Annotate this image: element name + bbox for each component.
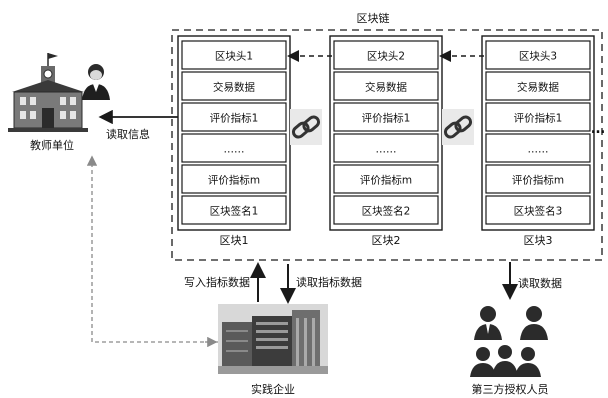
block-name: 区块2 (372, 234, 401, 247)
continuation-dots: … (591, 121, 605, 137)
enterprise-teacher-link (91, 164, 218, 343)
block-cell-text: 区块头2 (367, 51, 405, 63)
school-building-with-teacher-icon (8, 53, 110, 132)
block-cell-text: 区块签名2 (362, 205, 411, 218)
block-cell-text: 评价指标1 (362, 112, 411, 125)
read-info-label: 读取信息 (106, 127, 150, 141)
block-cell-text: 区块签名3 (514, 205, 563, 218)
block-cell (181, 133, 287, 163)
group-of-people-icon (470, 306, 548, 377)
block-cell (485, 164, 591, 194)
block-cell (181, 195, 287, 225)
block-cell-text: 区块头3 (519, 51, 557, 63)
block-cell-text: 区块头1 (215, 51, 253, 63)
block-cell (485, 102, 591, 132)
office-building-photo-icon (218, 304, 328, 374)
block-cell-text: 评价指标1 (514, 112, 563, 125)
block-cell-text: 评价指标m (208, 174, 260, 187)
block-cell (333, 195, 439, 225)
block-cell-text: …… (376, 144, 397, 156)
block-cell-text: 交易数据 (517, 81, 559, 94)
block-cell (485, 40, 591, 70)
block-cell-text: 评价指标m (360, 174, 412, 187)
teacher-unit-label: 教师单位 (30, 138, 74, 152)
block-cell (485, 133, 591, 163)
block-cell (181, 164, 287, 194)
block-name: 区块1 (220, 234, 249, 247)
enterprise-label: 实践企业 (251, 382, 295, 396)
block-cell-text: 评价指标1 (210, 112, 259, 125)
block-cell (333, 133, 439, 163)
chain-link-icon (290, 109, 322, 145)
read-data-label: 读取数据 (518, 276, 562, 290)
read-indicators-label: 读取指标数据 (296, 275, 362, 289)
block-cell (181, 102, 287, 132)
block-cell-text: 交易数据 (213, 81, 255, 94)
third-party-label: 第三方授权人员 (472, 382, 549, 396)
write-indicators-label: 写入指标数据 (184, 275, 250, 289)
block-cell-text: 区块签名1 (210, 205, 259, 218)
block-cell (333, 71, 439, 101)
block-cell-text: …… (528, 144, 549, 156)
block-cell-text: …… (224, 144, 245, 156)
block-cell-text: 交易数据 (365, 81, 407, 94)
block-cell (485, 195, 591, 225)
block-cell (181, 71, 287, 101)
block-cell (485, 71, 591, 101)
block-cell (181, 40, 287, 70)
block-cell-text: 评价指标m (512, 174, 564, 187)
block-name: 区块3 (524, 234, 553, 247)
blockchain-container (171, 29, 603, 261)
chain-link-icon (442, 109, 474, 145)
block-cell (333, 164, 439, 194)
block-cell (333, 102, 439, 132)
block-cell (333, 40, 439, 70)
blockchain-title: 区块链 (357, 11, 390, 25)
